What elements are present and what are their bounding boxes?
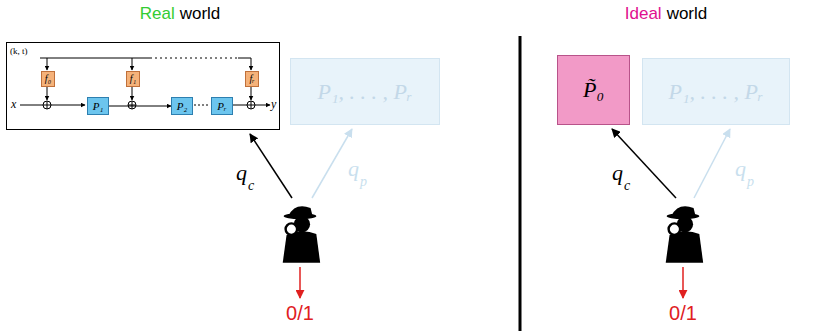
- box-label: fᵣ: [249, 74, 254, 84]
- output-bit: 0/1: [286, 302, 314, 325]
- query-symbol: q: [612, 160, 623, 186]
- title-word: Real: [140, 4, 175, 24]
- round-function-box: f₀: [41, 71, 55, 87]
- box-label: f₀: [45, 74, 51, 84]
- title-word: world: [180, 4, 221, 24]
- box-label: P₁, . . . , Pᵣ: [669, 81, 764, 103]
- construction-box: (k, t) x y f₀ P₁ f₁ P₂ Pᵣ fᵣ: [6, 42, 280, 130]
- query-subscript: c: [248, 178, 254, 194]
- ideal-permutation-box: P̃₀: [557, 55, 630, 125]
- query-subscript: p: [360, 174, 367, 190]
- world-title: Realworld: [140, 4, 221, 24]
- output-bit: 0/1: [669, 302, 697, 325]
- permutation-box: P₂: [171, 97, 193, 115]
- faded-permutations-box: P₁, . . . , Pᵣ: [642, 58, 790, 125]
- query-symbol: q: [735, 156, 746, 182]
- query-symbol: q: [236, 160, 247, 186]
- world-title: Idealworld: [625, 4, 708, 24]
- box-label: P₂: [177, 101, 188, 112]
- box-label: f₁: [130, 74, 136, 84]
- box-label: Pᵣ: [217, 101, 226, 112]
- title-word: Ideal: [625, 4, 662, 24]
- round-function-box: fᵣ: [245, 71, 259, 87]
- title-word: world: [667, 4, 708, 24]
- input-label: x: [11, 97, 16, 112]
- round-function-box: f₁: [126, 71, 140, 87]
- output-label: y: [271, 97, 276, 112]
- query-subscript: p: [747, 174, 754, 190]
- permutation-box: Pᵣ: [211, 97, 233, 115]
- key-label: (k, t): [10, 46, 28, 56]
- data-path: [109, 106, 171, 107]
- query-subscript: c: [624, 178, 630, 194]
- box-label: P̃₀: [583, 79, 604, 101]
- permutation-box: P₁: [87, 97, 109, 115]
- box-label: P₁: [93, 101, 104, 112]
- query-symbol: q: [348, 156, 359, 182]
- box-label: P₁, . . . , Pᵣ: [318, 81, 413, 103]
- faded-permutations-box: P₁, . . . , Pᵣ: [290, 58, 440, 125]
